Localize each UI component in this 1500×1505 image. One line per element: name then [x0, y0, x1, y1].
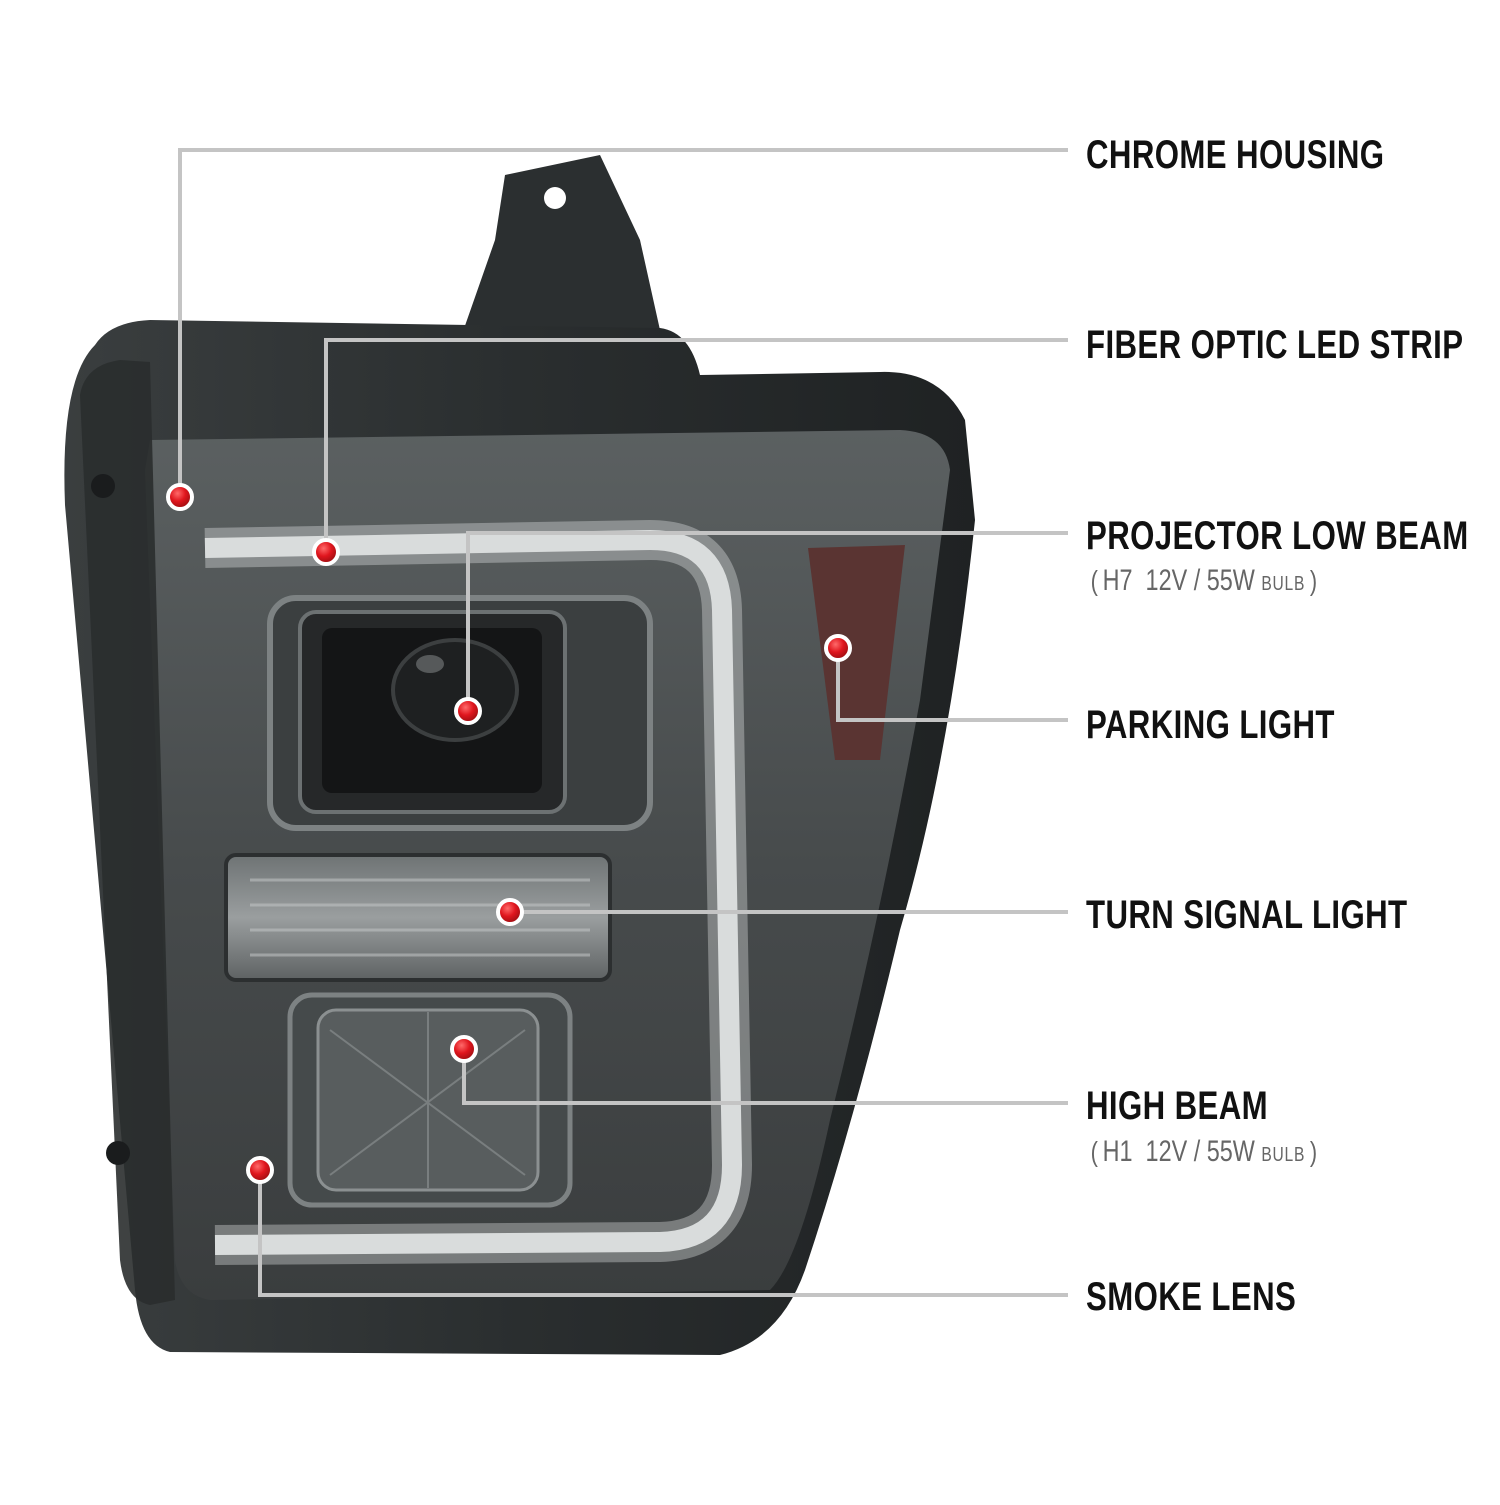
- leader-line-high-beam: [462, 1049, 1068, 1105]
- label-projector-low-beam: PROJECTOR LOW BEAM: [1086, 514, 1469, 558]
- spec-high-beam: (H1 12V / 55W BULB): [1086, 1136, 1322, 1171]
- projector-lens-highlight: [416, 655, 444, 673]
- leader-line-smoke-lens: [258, 1170, 1068, 1297]
- spec-bulb-type: H1: [1102, 1135, 1133, 1168]
- label-chrome-housing: CHROME HOUSING: [1086, 133, 1385, 177]
- marker-projector-low-beam: [454, 697, 482, 725]
- turn-signal-lens: [224, 853, 612, 982]
- marker-high-beam: [450, 1035, 478, 1063]
- projector-lens: [391, 638, 519, 742]
- spec-rating: 12V / 55W: [1145, 564, 1255, 597]
- spec-open-paren: (: [1090, 565, 1098, 596]
- leader-line-parking-light: [836, 648, 1068, 722]
- housing-left-edge: [80, 360, 175, 1305]
- spec-close-paren: ): [1309, 565, 1318, 596]
- mounting-bracket: [460, 155, 660, 340]
- marker-fiber-optic-led-strip: [312, 538, 340, 566]
- leader-line-chrome-housing: [178, 148, 1068, 497]
- turn-signal-ridges: [250, 878, 590, 957]
- label-parking-light: PARKING LIGHT: [1086, 703, 1335, 747]
- marker-smoke-lens: [246, 1156, 274, 1184]
- parking-light-lens: [808, 545, 905, 760]
- led-strip: [204, 530, 742, 1255]
- leader-line-projector-low-beam: [466, 531, 1068, 711]
- marker-parking-light: [824, 634, 852, 662]
- housing-bolt-top: [91, 474, 115, 498]
- spec-unit: BULB: [1261, 1144, 1306, 1166]
- marker-turn-signal-light: [496, 898, 524, 926]
- spec-bulb-type: H7: [1102, 564, 1133, 597]
- label-turn-signal-light: TURN SIGNAL LIGHT: [1086, 893, 1408, 937]
- label-high-beam: HIGH BEAM: [1086, 1084, 1269, 1128]
- bracket-hole: [544, 187, 566, 209]
- spec-rating: 12V / 55W: [1145, 1135, 1255, 1168]
- label-fiber-optic-led-strip: FIBER OPTIC LED STRIP: [1086, 323, 1464, 367]
- spec-open-paren: (: [1090, 1136, 1098, 1167]
- spec-projector-low-beam: (H7 12V / 55W BULB): [1086, 565, 1322, 600]
- housing-bolt-bottom: [106, 1141, 130, 1165]
- spec-unit: BULB: [1261, 573, 1306, 595]
- label-smoke-lens: SMOKE LENS: [1086, 1275, 1297, 1319]
- spec-close-paren: ): [1309, 1136, 1318, 1167]
- high-beam-facets: [329, 1012, 526, 1188]
- leader-line-fiber-optic-led-strip: [324, 338, 1068, 552]
- marker-chrome-housing: [166, 483, 194, 511]
